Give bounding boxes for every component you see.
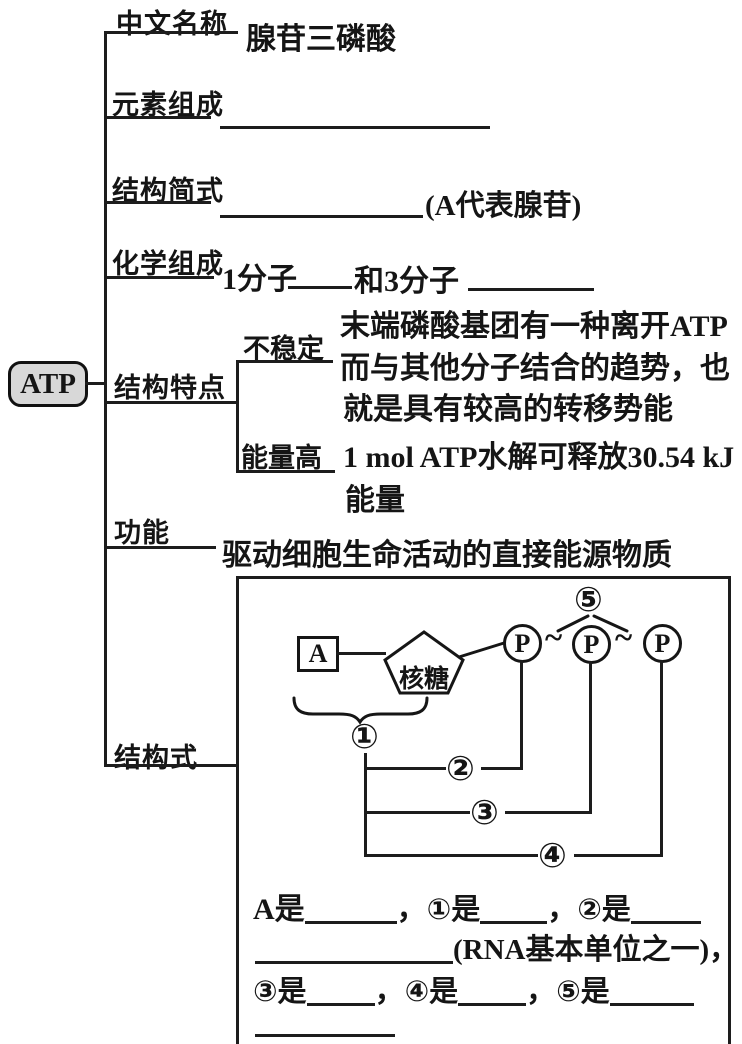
diagram-num5: ⑤ <box>574 580 603 620</box>
num3-line-right <box>505 811 592 814</box>
chinese-name-value: 腺苷三磷酸 <box>246 23 396 56</box>
answer-comma-2: ， <box>547 893 578 926</box>
phosphate-1-node: P <box>503 624 542 663</box>
unstable-line <box>236 360 333 363</box>
adenine-node: A <box>297 636 339 672</box>
chemical-part2: 和3分子 <box>354 265 459 298</box>
atp-root-node: ATP <box>8 361 88 407</box>
branch-features-label: 结构特点 <box>114 373 226 403</box>
high-energy-label: 能量高 <box>241 443 322 473</box>
p1-drop-line <box>520 660 523 770</box>
unstable-text-line3: 就是具有较高的转移势能 <box>343 393 673 426</box>
chemical-blank-1 <box>288 286 352 289</box>
answer-1-label: ①是 <box>426 892 481 926</box>
rna-note: (RNA基本单位之一)， <box>453 934 739 966</box>
answer-row-2: (RNA基本单位之一)， <box>255 926 738 968</box>
branch-chinese-name-label: 中文名称 <box>116 9 228 39</box>
unstable-text-line1: 末端磷酸基团有一种离开ATP <box>340 310 728 343</box>
branch-chemical-line <box>104 276 214 279</box>
branch-chemical-label: 化学组成 <box>112 249 224 279</box>
p3-drop-line <box>660 660 663 857</box>
formula-blank-line <box>220 215 423 218</box>
num4-line-left <box>366 854 538 857</box>
branch-elements-line <box>104 116 211 119</box>
answer-row-4 <box>255 1006 395 1040</box>
ribose-pentagon-shape <box>383 630 465 695</box>
phosphate-2-label: P <box>583 629 600 659</box>
formula-note: (A代表腺苷) <box>425 190 582 222</box>
unstable-text-line2: 而与其他分子结合的趋势，也 <box>340 352 730 385</box>
num2-line-left <box>366 767 446 770</box>
branch-chinese-name-line <box>104 31 238 34</box>
chemical-blank-2 <box>468 288 594 291</box>
structure-diagram-box <box>236 576 731 1044</box>
high-energy-text-line2: 能量 <box>345 484 405 517</box>
ribose-node: 核糖 <box>382 629 466 697</box>
answer-row-3: ③是，④是，⑤是 <box>253 966 694 1010</box>
answer-3-label: ③是 <box>253 974 307 1008</box>
answer-4-blank <box>458 997 527 1006</box>
phosphate-2-node: P <box>572 625 611 664</box>
chemical-part1: 1分子 <box>222 263 297 296</box>
phosphate-3-node: P <box>643 624 682 663</box>
answer-5-blank <box>609 997 694 1006</box>
answer-row-1: A是，①是，②是 <box>253 884 701 928</box>
answer-2-blank <box>630 915 701 924</box>
atp-connector-line <box>85 382 104 385</box>
answer-a-label: A是 <box>253 893 305 926</box>
unstable-label: 不稳定 <box>243 334 324 364</box>
elements-blank-line <box>220 126 490 129</box>
atp-root-label: ATP <box>20 367 76 400</box>
answer-5-blank-continued <box>255 1028 395 1037</box>
branch-function-label: 功能 <box>114 518 170 548</box>
p2-drop-line <box>589 661 592 814</box>
high-energy-line <box>236 470 335 473</box>
answer-2-blank-continued <box>255 955 453 964</box>
tilde-bond-2: ~ <box>615 620 633 656</box>
spine-line <box>104 31 107 767</box>
diagram-num2: ② <box>446 749 475 789</box>
branch-formula-line <box>104 201 211 204</box>
answer-1-blank <box>480 915 548 924</box>
answer-comma-4: ， <box>526 975 557 1008</box>
answer-4-label: ④是 <box>404 974 459 1008</box>
branch-structure-label: 结构式 <box>114 743 198 773</box>
function-value: 驱动细胞生命活动的直接能源物质 <box>222 539 672 572</box>
branch-function-line <box>104 546 216 549</box>
diagram-num4: ④ <box>538 836 567 876</box>
branch-elements-label: 元素组成 <box>112 90 224 120</box>
answer-a-blank <box>304 915 397 924</box>
num4-line-right <box>574 854 663 857</box>
answer-comma-3: ， <box>374 975 405 1008</box>
branch-features-line <box>104 401 238 404</box>
phosphate-1-label: P <box>514 628 531 658</box>
ribose-label: 核糖 <box>398 666 450 693</box>
phosphate-3-label: P <box>654 628 671 658</box>
branch-structure-line <box>104 764 236 767</box>
tilde-bond-1: ~ <box>545 620 563 656</box>
diagram-num1: ① <box>350 717 379 757</box>
num2-line-right <box>481 767 523 770</box>
answer-3-blank <box>306 997 375 1006</box>
num1-drop-line <box>364 753 367 857</box>
features-sub-spine <box>236 360 239 473</box>
diagram-num3: ③ <box>470 793 499 833</box>
adenine-label: A <box>308 639 328 668</box>
answer-2-label: ②是 <box>577 892 631 926</box>
adenine-ribose-connector <box>336 652 386 655</box>
answer-comma-1: ， <box>396 893 427 926</box>
num3-line-left <box>366 811 470 814</box>
answer-5-label: ⑤是 <box>556 974 610 1008</box>
high-energy-text-line1: 1 mol ATP水解可释放30.54 kJ <box>343 441 735 474</box>
